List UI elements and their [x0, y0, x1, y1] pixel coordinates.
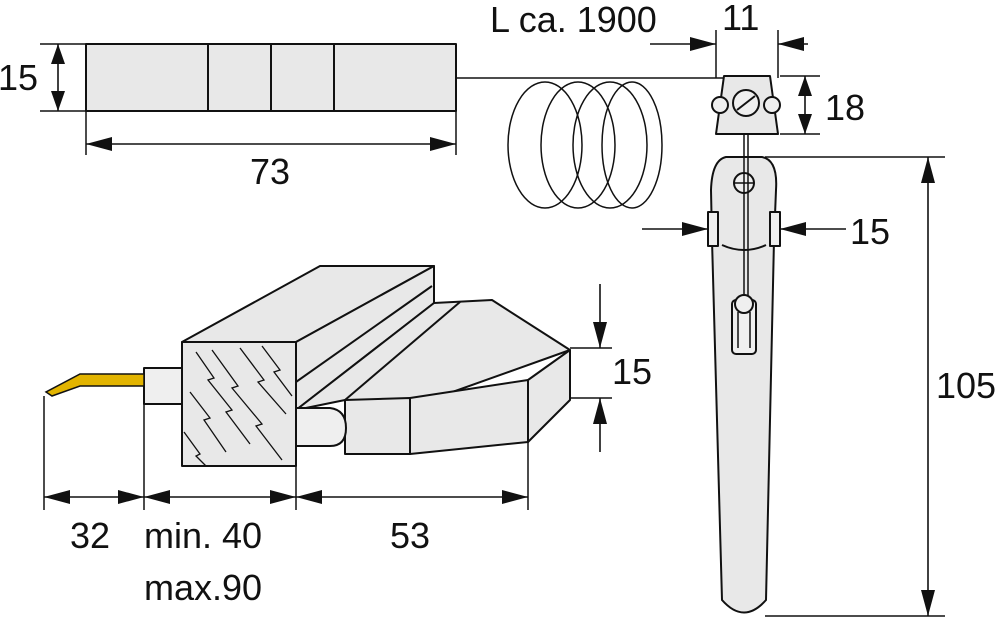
- sensor-width-label: 11: [722, 0, 759, 38]
- bottom-dimension-chain: [43, 396, 529, 510]
- sensor-height-dimension: [780, 75, 820, 135]
- sensor-height-label: 18: [825, 87, 865, 128]
- blade-holder: [143, 367, 183, 405]
- sensor-head: [711, 75, 781, 135]
- tip-height-label: 15: [612, 351, 652, 392]
- battery-length-label: 73: [250, 151, 290, 192]
- body-front-left: [344, 397, 411, 455]
- body-length-label: 53: [390, 515, 430, 556]
- sensor-width-dimension: [650, 30, 808, 78]
- body-front-tip: [527, 349, 571, 443]
- coiled-cable: [456, 77, 724, 209]
- blade-length-label: 32: [70, 515, 110, 556]
- sensor-clip: [707, 134, 781, 614]
- adjust-knob: [295, 407, 347, 447]
- measuring-blade: [44, 373, 145, 397]
- battery-height-dimension: [40, 43, 86, 112]
- wood-clamp-assembly: [44, 265, 571, 467]
- tip-height-dimension: [570, 284, 612, 452]
- insertion-max-label: max.90: [144, 567, 262, 608]
- battery-length-dimension: [85, 111, 457, 155]
- battery-pack: [85, 43, 457, 112]
- clip-body: [710, 156, 778, 614]
- clip-width-label: 15: [850, 211, 890, 252]
- clip-length-dimension: [765, 156, 945, 617]
- battery-height-label: 15: [0, 57, 38, 98]
- cable-length-label: L ca. 1900: [490, 0, 657, 40]
- insertion-min-label: min. 40: [144, 515, 262, 556]
- clip-length-label: 105: [936, 365, 996, 406]
- clip-width-dimension: [642, 222, 846, 236]
